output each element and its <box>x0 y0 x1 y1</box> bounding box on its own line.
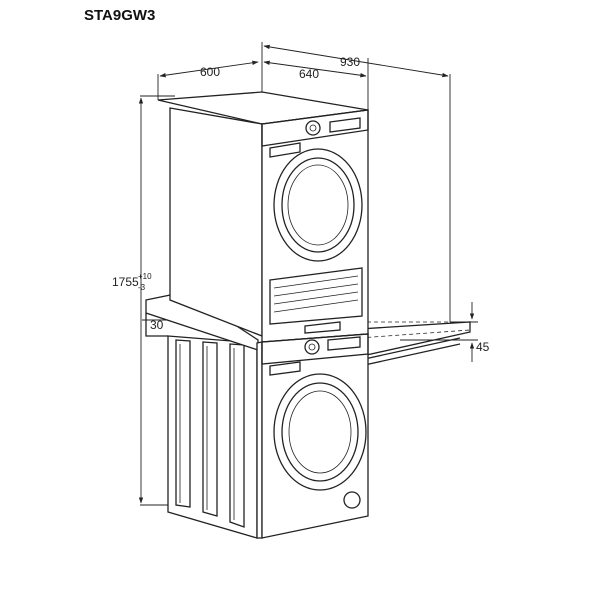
dim-height-tol-plus: +10 <box>138 272 152 281</box>
dryer-door-icon <box>273 148 363 262</box>
model-title: STA9GW3 <box>84 7 155 24</box>
dryer-knob-icon <box>305 120 321 136</box>
dim-shelf-offset-label: 45 <box>476 340 490 354</box>
dim-total-depth-label: 930 <box>340 55 360 69</box>
washer-unit <box>256 333 369 539</box>
dim-depth-label: 600 <box>200 65 220 79</box>
dim-width-label: 640 <box>299 67 319 81</box>
dim-shelf-thickness-label: 30 <box>150 318 164 332</box>
dim-height-tol-minus: -3 <box>138 283 146 292</box>
dim-height-label: 1755 <box>112 275 139 289</box>
dryer-unit <box>157 91 369 343</box>
washer-knob-icon <box>304 339 320 355</box>
washer-door-icon <box>273 373 367 491</box>
washer-hatch-icon <box>343 491 361 509</box>
stacking-frame <box>145 291 471 539</box>
